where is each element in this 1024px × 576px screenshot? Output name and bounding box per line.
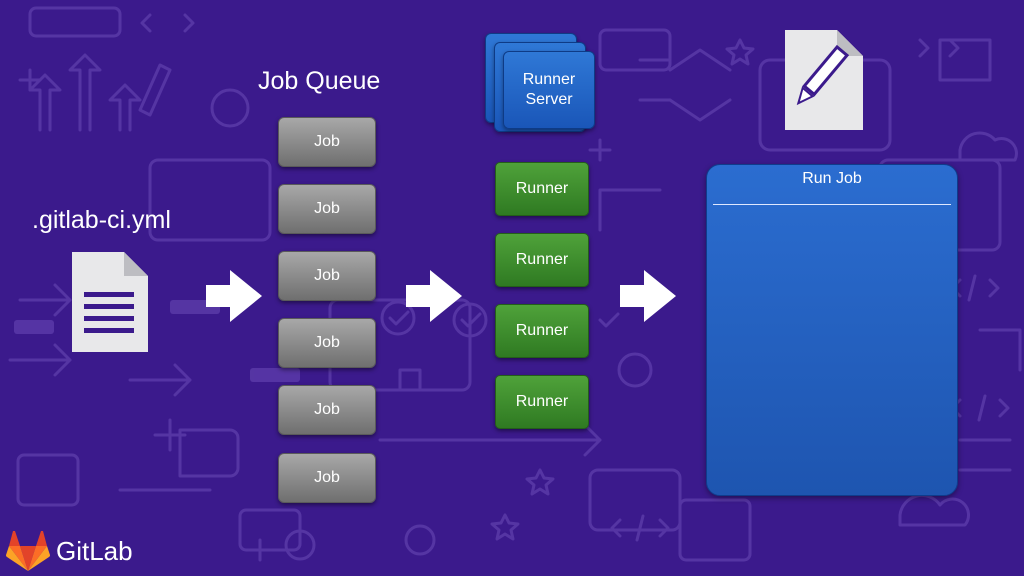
arrow-right-icon [206, 270, 262, 322]
gitlab-brand-name: GitLab [56, 536, 133, 566]
runner-item: Runner [495, 375, 589, 429]
run-job-panel: Run Job [706, 164, 958, 496]
runner-server-line2: Server [525, 91, 573, 108]
job-item: Job [278, 251, 376, 301]
job-item: Job [278, 318, 376, 368]
run-job-divider [713, 204, 951, 205]
config-file-label: .gitlab-ci.yml [32, 206, 171, 234]
edit-document-icon [785, 30, 863, 130]
job-item: Job [278, 453, 376, 503]
run-job-title: Run Job [802, 170, 862, 187]
runner-server-label: Runner Server [503, 70, 595, 110]
runner-item: Runner [495, 162, 589, 216]
runner-item: Runner [495, 233, 589, 287]
document-icon [72, 252, 148, 352]
job-item: Job [278, 117, 376, 167]
runner-item: Runner [495, 304, 589, 358]
gitlab-logo-icon [6, 531, 50, 571]
arrow-right-icon [406, 270, 462, 322]
job-item: Job [278, 385, 376, 435]
job-item: Job [278, 184, 376, 234]
job-queue-title: Job Queue [258, 67, 381, 95]
runner-server-line1: Runner [522, 71, 576, 88]
server-card-front [503, 51, 595, 129]
arrow-right-icon [620, 270, 676, 322]
